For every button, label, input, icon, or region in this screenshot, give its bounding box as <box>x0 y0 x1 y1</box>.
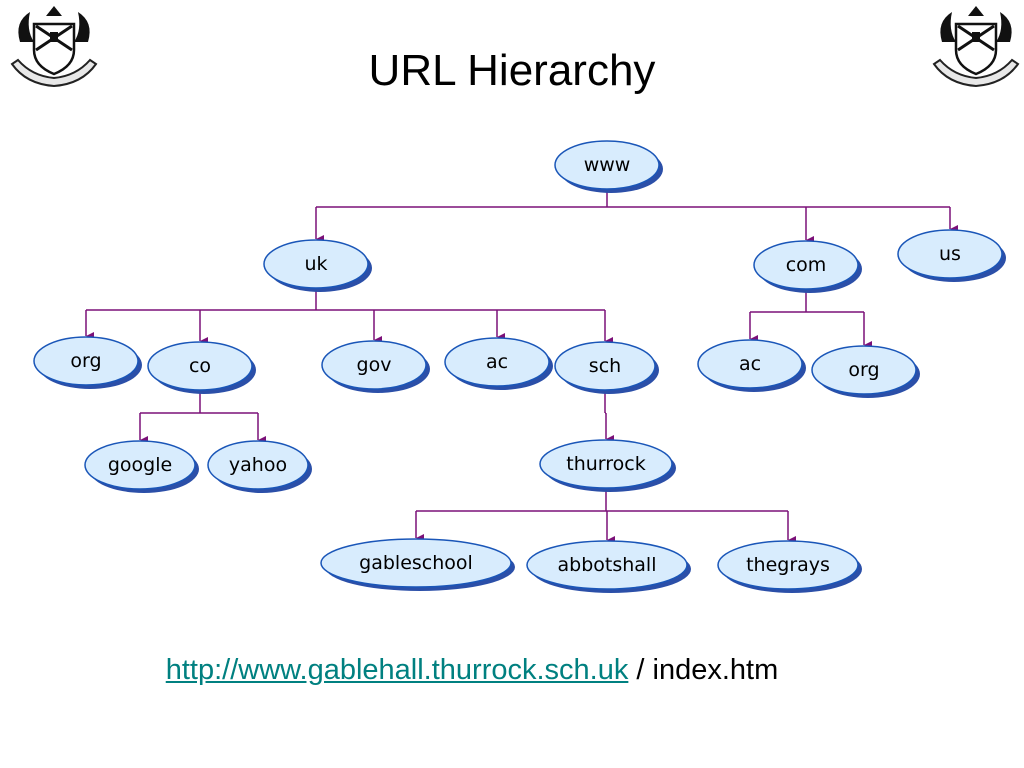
node-label: yahoo <box>229 454 287 476</box>
node-label: thegrays <box>746 554 830 576</box>
node-ellipse <box>526 540 688 590</box>
node-label: www <box>584 154 631 176</box>
node-uk-org: org <box>33 336 142 389</box>
node-label: gableschool <box>359 552 473 574</box>
node-ellipse <box>263 239 369 289</box>
school-crest-icon <box>10 6 98 88</box>
node-gableschool: gableschool <box>320 538 515 591</box>
node-ellipse <box>753 240 859 290</box>
connector-layer <box>85 189 958 544</box>
node-uk-sch: sch <box>554 341 659 394</box>
node-label: uk <box>304 253 327 275</box>
node-label: ac <box>486 351 508 373</box>
node-label: com <box>786 254 827 276</box>
node-yahoo: yahoo <box>207 440 312 493</box>
node-ellipse <box>717 540 859 590</box>
node-ellipse <box>321 340 427 390</box>
node-ellipse <box>320 538 512 588</box>
node-ellipse <box>554 140 660 190</box>
node-www: www <box>554 140 663 193</box>
url-hierarchy-tree: www uk com us org co gov ac sch ac org google yahoo t… <box>33 140 1006 593</box>
node-label: sch <box>589 355 621 377</box>
node-thegrays: thegrays <box>717 540 862 593</box>
node-label: us <box>939 243 961 265</box>
node-label: google <box>108 454 172 476</box>
node-ellipse <box>33 336 139 386</box>
node-label: ac <box>739 353 761 375</box>
node-ellipse <box>539 439 673 489</box>
school-crest-icon <box>932 6 1020 88</box>
node-ellipse <box>147 341 253 391</box>
node-us: us <box>897 229 1006 282</box>
node-layer: www uk com us org co gov ac sch ac org google yahoo t… <box>33 140 1006 593</box>
node-abbotshall: abbotshall <box>526 540 691 593</box>
node-label: org <box>848 359 879 381</box>
node-ellipse <box>84 440 196 490</box>
node-ellipse <box>897 229 1003 279</box>
url-link[interactable]: http://www.gablehall.thurrock.sch.uk <box>165 654 629 686</box>
node-label: abbotshall <box>558 554 657 576</box>
node-ellipse <box>697 339 803 389</box>
url-caption: http://www.gablehall.thurrock.sch.uk / i… <box>0 654 944 687</box>
node-uk-co: co <box>147 341 256 394</box>
node-ellipse <box>207 440 309 490</box>
node-ellipse <box>554 341 656 391</box>
node-com: com <box>753 240 862 293</box>
node-com-org: org <box>811 345 920 398</box>
slide-title: URL Hierarchy <box>368 46 656 95</box>
node-com-ac: ac <box>697 339 806 392</box>
node-google: google <box>84 440 199 493</box>
node-label: thurrock <box>566 453 645 475</box>
node-thurrock: thurrock <box>539 439 676 492</box>
node-label: gov <box>357 354 392 376</box>
node-uk-ac: ac <box>444 337 553 390</box>
node-ellipse <box>811 345 917 395</box>
node-uk: uk <box>263 239 372 292</box>
node-ellipse <box>444 337 550 387</box>
url-suffix: / index.htm <box>628 654 779 686</box>
node-uk-gov: gov <box>321 340 430 393</box>
node-label: org <box>70 350 101 372</box>
node-label: co <box>189 355 211 377</box>
